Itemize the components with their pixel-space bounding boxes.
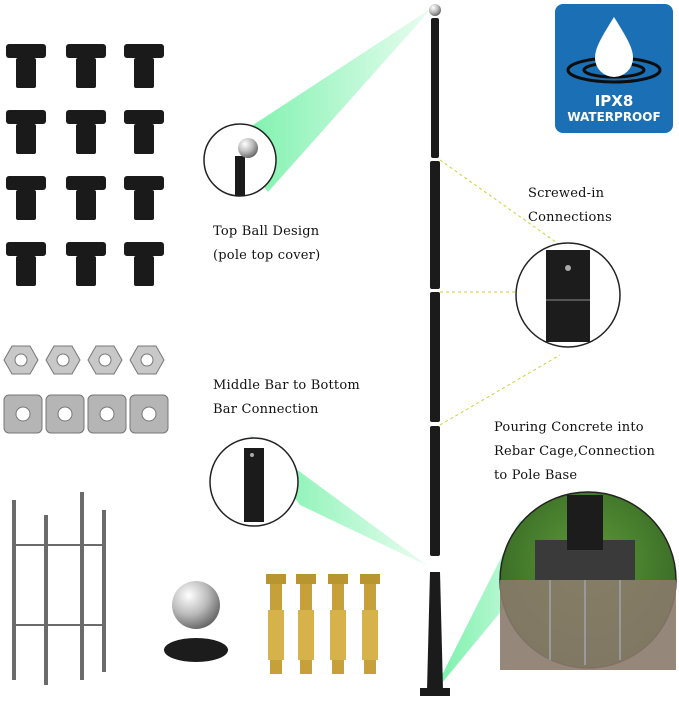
hex-nuts-row [3, 345, 165, 375]
top-ball-highlight-beam [230, 8, 432, 192]
label-concrete-3: to Pole Base [494, 468, 578, 483]
pole-top-ball-icon [429, 4, 441, 16]
screwed-connection-detail-circle [515, 242, 621, 348]
middle-connection-detail-circle [209, 437, 299, 527]
label-screwed-2: Connections [528, 210, 612, 225]
label-top-ball-1: Top Ball Design [213, 224, 320, 239]
badge-line-2: WATERPROOF [567, 110, 661, 124]
label-concrete-2: Rebar Cage,Connection [494, 444, 656, 459]
concrete-base-detail-circle [499, 491, 677, 670]
label-screwed-1: Screwed-in [528, 186, 605, 201]
flagpole [420, 4, 450, 696]
square-washers-row [3, 394, 169, 434]
pole-cap-icon [164, 638, 228, 662]
label-middle-2: Bar Connection [213, 402, 319, 417]
label-concrete-1: Pouring Concrete into [494, 420, 644, 435]
connector-lines [439, 159, 561, 426]
label-top-ball-2: (pole top cover) [213, 248, 321, 263]
spare-ball-icon [172, 581, 220, 629]
rebar-cage [12, 492, 106, 685]
badge-line-1: IPX8 [594, 92, 634, 110]
waterproof-badge: IPX8 WATERPROOF [555, 4, 673, 133]
anchor-bolts-row [266, 574, 380, 674]
water-drop-icon [566, 17, 662, 84]
label-middle-1: Middle Bar to Bottom [213, 378, 360, 393]
top-ball-detail-circle [203, 123, 277, 197]
hex-bolts-grid [6, 44, 164, 286]
